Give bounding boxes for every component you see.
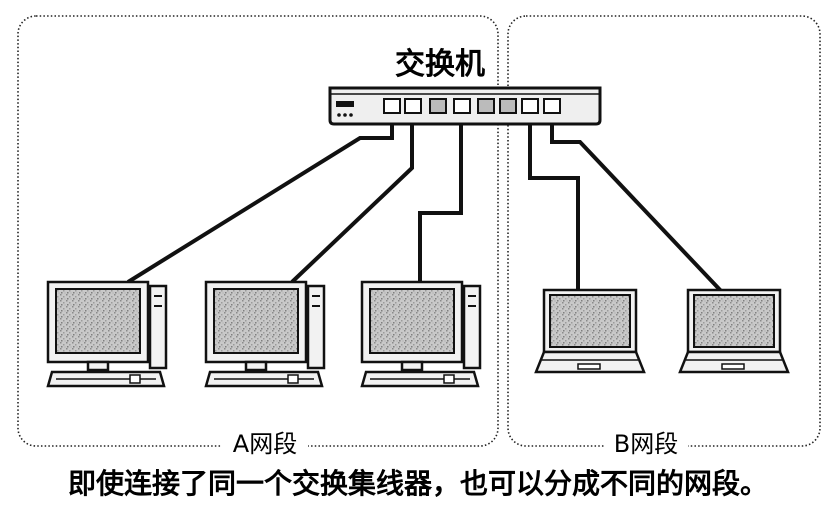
pc-tower-icon [462,284,482,370]
switch-port [404,98,422,114]
cable-laptop-1 [528,108,580,292]
switch-port [429,98,447,114]
cable-desktop-1 [126,108,394,284]
segment-a-label: A网段 [233,430,297,458]
cables [126,108,724,294]
desktop-computer-3 [360,280,482,388]
network-switch [328,86,602,126]
pc-tower-icon [148,284,168,370]
segment-a-box [17,15,499,447]
laptop-keyboard-icon [534,350,646,374]
desktop-computer-2 [204,280,326,388]
switch-port [543,98,561,114]
segment-b-label: B网段 [614,430,678,458]
switch-port [383,98,401,114]
diagram-caption: 即使连接了同一个交换集线器，也可以分成不同的网段。 [67,467,768,500]
switch-port [521,98,539,114]
switch-label: 交换机 [395,47,485,82]
desktop-computer-1 [46,280,168,388]
switch-ports [383,98,561,114]
switch-port [453,98,471,114]
laptop-computer-1 [534,288,646,374]
segment-b-box [507,15,821,447]
switch-port [477,98,495,114]
laptop-computer-2 [678,288,790,374]
switch-port [499,98,517,114]
cable-desktop-2 [290,108,414,284]
laptop-keyboard-icon [678,350,790,374]
cable-desktop-3 [418,108,463,282]
pc-tower-icon [306,284,326,370]
switch-logo [336,101,354,107]
